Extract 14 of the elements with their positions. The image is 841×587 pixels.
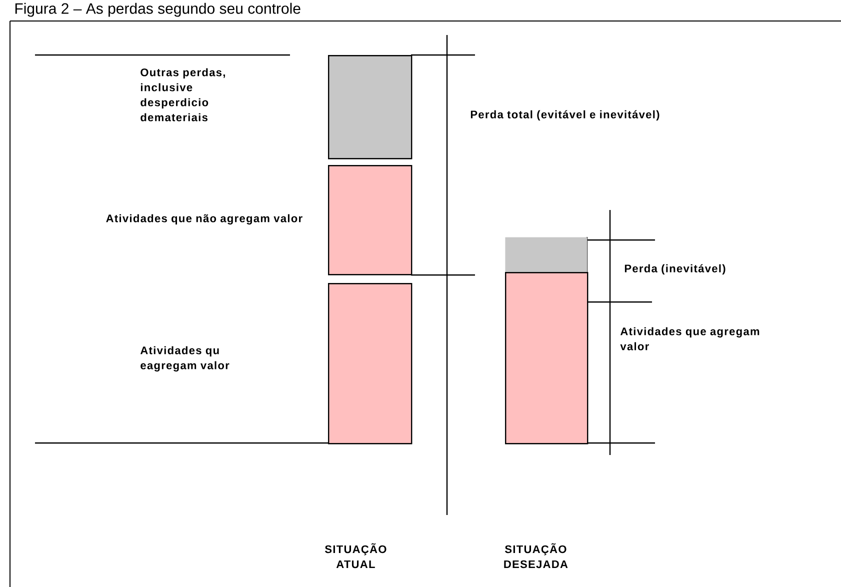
- bar-segment: [328, 283, 412, 444]
- segment-label: Perda (inevitável): [624, 264, 726, 275]
- column-label: SITUAÇÃO ATUAL: [324, 543, 386, 568]
- segment-label: Outras perdas, inclusive desperdicio demateriais: [140, 68, 225, 122]
- bar-segment: [505, 237, 588, 272]
- bar-segment: [328, 55, 412, 160]
- note-label: Perda total (evitável e inevitável): [470, 110, 660, 121]
- bar-segment: [505, 272, 588, 444]
- segment-label: Atividades qu eagregam valor: [140, 346, 230, 372]
- column-label: SITUAÇÃO DESEJADA: [504, 543, 568, 568]
- segment-label: Atividades que agregam valor: [620, 327, 760, 350]
- figure-title: Figura 2 – As perdas segundo seu controle: [15, 2, 300, 17]
- segment-label: Atividades que não agregam valor: [106, 214, 302, 225]
- bar-segment: [328, 165, 412, 276]
